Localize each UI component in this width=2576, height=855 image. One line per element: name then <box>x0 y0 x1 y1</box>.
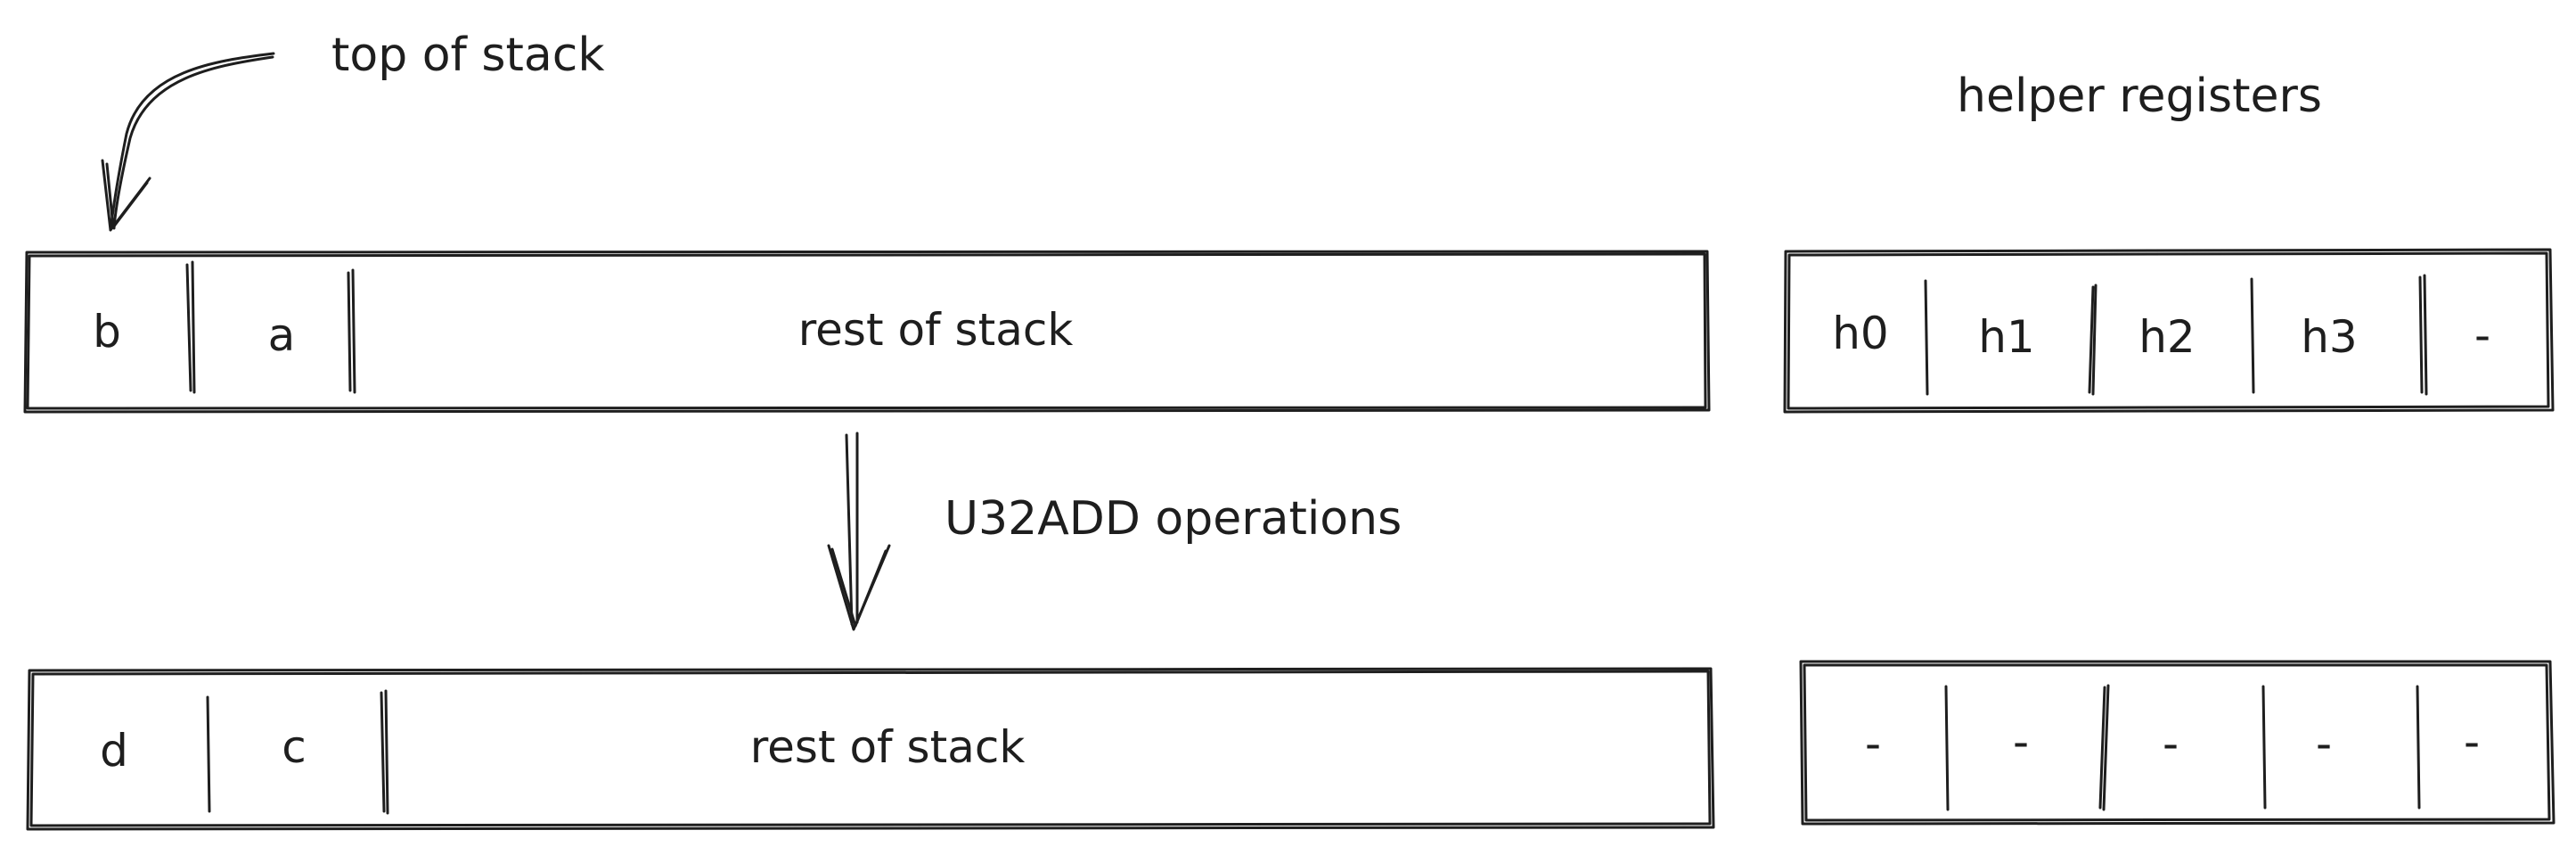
stack-after-cell-0: d <box>100 725 128 777</box>
helper-before-cell-0: h0 <box>1832 308 1889 359</box>
helper-after-cell-0: - <box>1864 718 1882 769</box>
helper-registers-label: helper registers <box>1957 70 2322 123</box>
helpers-after-box <box>1799 660 2556 826</box>
top-of-stack-arrow <box>101 52 275 232</box>
helper-before-cell-2: h2 <box>2138 311 2196 363</box>
stack-after-rest: rest of stack <box>749 721 1026 773</box>
helper-after-cell-1: - <box>2012 716 2030 768</box>
stack-before-box <box>23 250 1711 414</box>
top-of-stack-label: top of stack <box>331 29 605 82</box>
stack-after-cell-1: c <box>282 721 307 773</box>
helper-before-cell-1: h1 <box>1978 311 2035 363</box>
stack-before-rest: rest of stack <box>797 304 1074 356</box>
helpers-before-box <box>1783 248 2555 414</box>
helper-before-cell-3: h3 <box>2301 311 2358 363</box>
helper-after-cell-3: - <box>2315 718 2333 769</box>
operation-label: U32ADD operations <box>945 492 1402 546</box>
stack-after-box <box>26 667 1715 831</box>
operation-arrow <box>827 432 891 631</box>
helper-after-cell-2: - <box>2162 718 2179 769</box>
stack-before-cell-1: a <box>267 309 296 361</box>
stack-before-cell-0: b <box>93 306 121 358</box>
helper-before-cell-4: - <box>2474 309 2491 361</box>
helper-after-cell-4: - <box>2463 716 2481 768</box>
